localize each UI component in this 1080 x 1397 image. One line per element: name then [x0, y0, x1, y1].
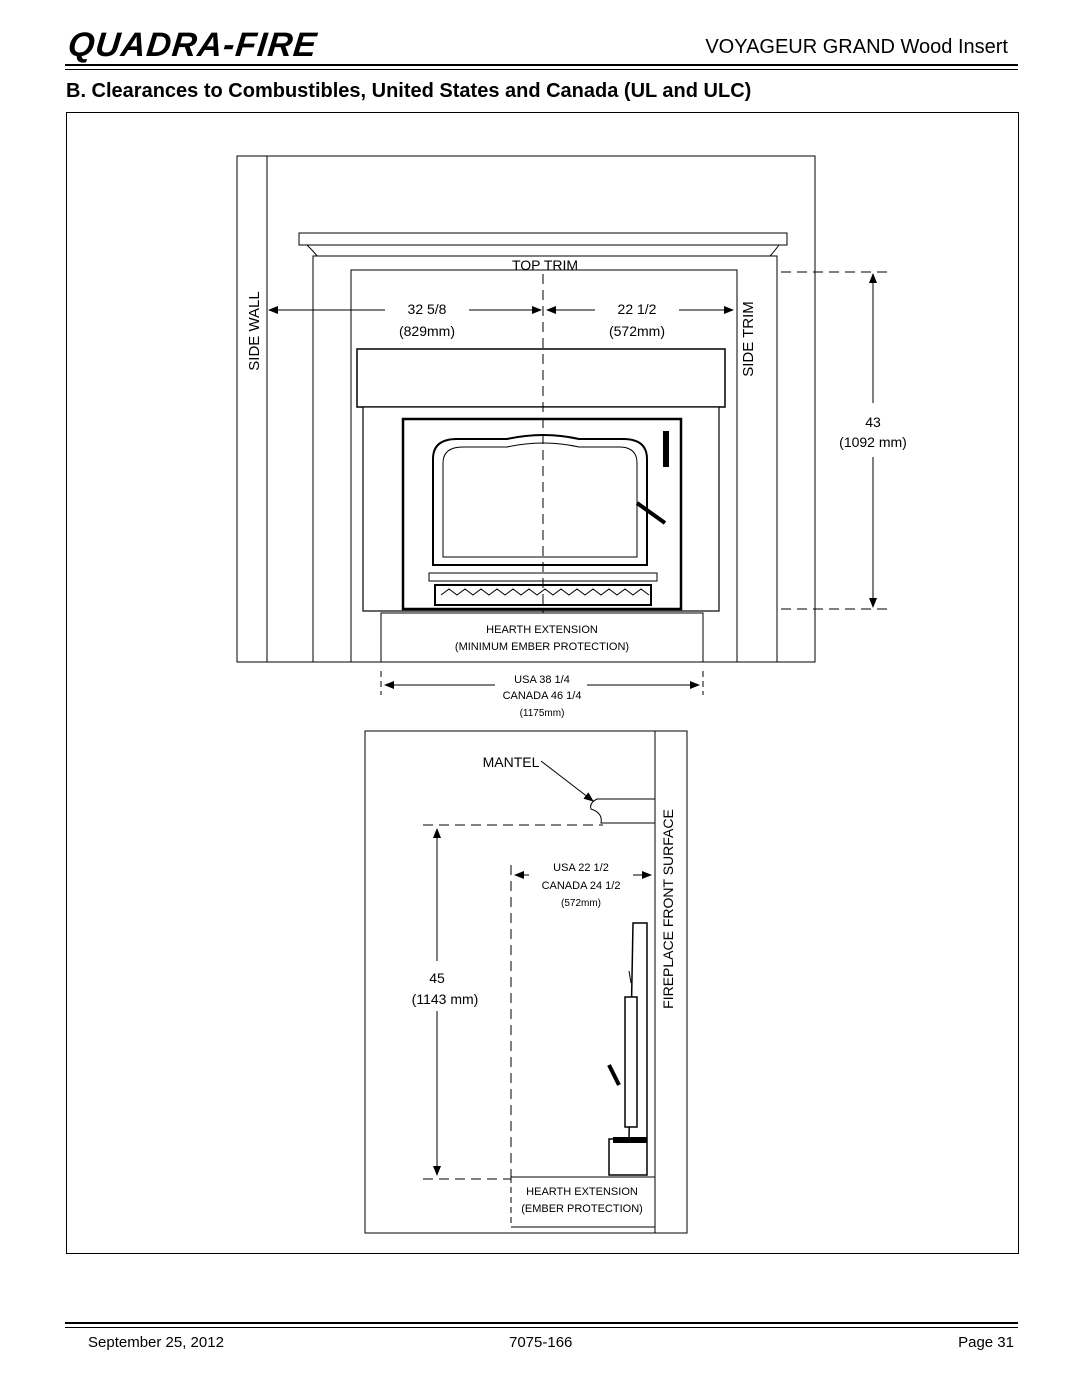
footer-page: Page 31	[958, 1334, 1014, 1351]
fireplace-front-label: FIREPLACE FRONT SURFACE	[660, 809, 676, 1009]
footer-doc-number: 7075-166	[509, 1334, 573, 1351]
top-trim-panel	[356, 348, 726, 408]
air-control	[663, 431, 669, 467]
product-title: VOYAGEUR GRAND Wood Insert	[705, 36, 1008, 58]
footer-rule	[65, 1322, 1018, 1324]
depth-canada: CANADA 24 1/2	[542, 880, 621, 892]
height-dim-in: 43	[865, 414, 881, 430]
footer-rule-thin	[65, 1327, 1018, 1328]
hearth-dim-canada: CANADA 46 1/4	[503, 690, 582, 702]
door-handle	[635, 501, 667, 525]
header-rule-thin	[65, 69, 1018, 70]
brand-logo: QUADRA-FIRE	[66, 26, 320, 64]
section-heading: B. Clearances to Combustibles, United St…	[66, 80, 752, 102]
height-dim-mm: (1092 mm)	[839, 434, 907, 450]
side-view-frame	[364, 730, 688, 1234]
grille-pattern	[440, 588, 650, 596]
side-hearth-label-2: (EMBER PROTECTION)	[521, 1203, 643, 1215]
side-wall-label: SIDE WALL	[246, 291, 263, 370]
side-hearth-label-1: HEARTH EXTENSION	[526, 1186, 638, 1198]
side-trim-label: SIDE TRIM	[740, 301, 757, 377]
door-glass-inner	[442, 442, 638, 558]
left-dim-in: 32 5/8	[408, 301, 447, 317]
side-height-mm: (1143 mm)	[412, 991, 479, 1007]
insert-door-side	[624, 996, 638, 1128]
side-view: MANTEL FIREPLACE FRONT SURFACE HEARTH EX…	[364, 730, 688, 1234]
door-glass-outer	[432, 434, 648, 566]
mantel-front	[298, 232, 788, 246]
hearth-label-2: (MINIMUM EMBER PROTECTION)	[455, 641, 629, 653]
side-detail	[628, 970, 632, 984]
right-dim-mm: (572mm)	[609, 323, 665, 339]
clearance-figure: HEARTH EXTENSION (MINIMUM EMBER PROTECTI…	[66, 112, 1019, 1254]
insert-door-frame	[401, 417, 683, 611]
ash-lip-side	[613, 1137, 647, 1143]
side-height-in: 45	[429, 970, 445, 986]
mantel-label: MANTEL	[483, 754, 540, 770]
top-trim-label: TOP TRIM	[512, 257, 578, 273]
clearance-diagram: HEARTH EXTENSION (MINIMUM EMBER PROTECTI…	[236, 155, 907, 1234]
depth-mm: (572mm)	[561, 898, 601, 909]
header-rule	[65, 64, 1018, 66]
hearth-dim-usa: USA 38 1/4	[514, 674, 570, 686]
mantel-leader	[540, 760, 594, 802]
front-view: HEARTH EXTENSION (MINIMUM EMBER PROTECTI…	[236, 155, 907, 719]
side-handle	[607, 1064, 621, 1086]
hearth-dim-mm: (1175mm)	[520, 708, 565, 719]
depth-usa: USA 22 1/2	[553, 862, 609, 874]
footer-date: September 25, 2012	[88, 1334, 224, 1351]
right-dim-in: 22 1/2	[618, 301, 657, 317]
hearth-extension	[380, 612, 704, 663]
mantel-profile	[590, 798, 655, 824]
left-dim-mm: (829mm)	[399, 323, 455, 339]
mantel-molding	[306, 244, 780, 257]
hearth-label-1: HEARTH EXTENSION	[486, 624, 598, 636]
